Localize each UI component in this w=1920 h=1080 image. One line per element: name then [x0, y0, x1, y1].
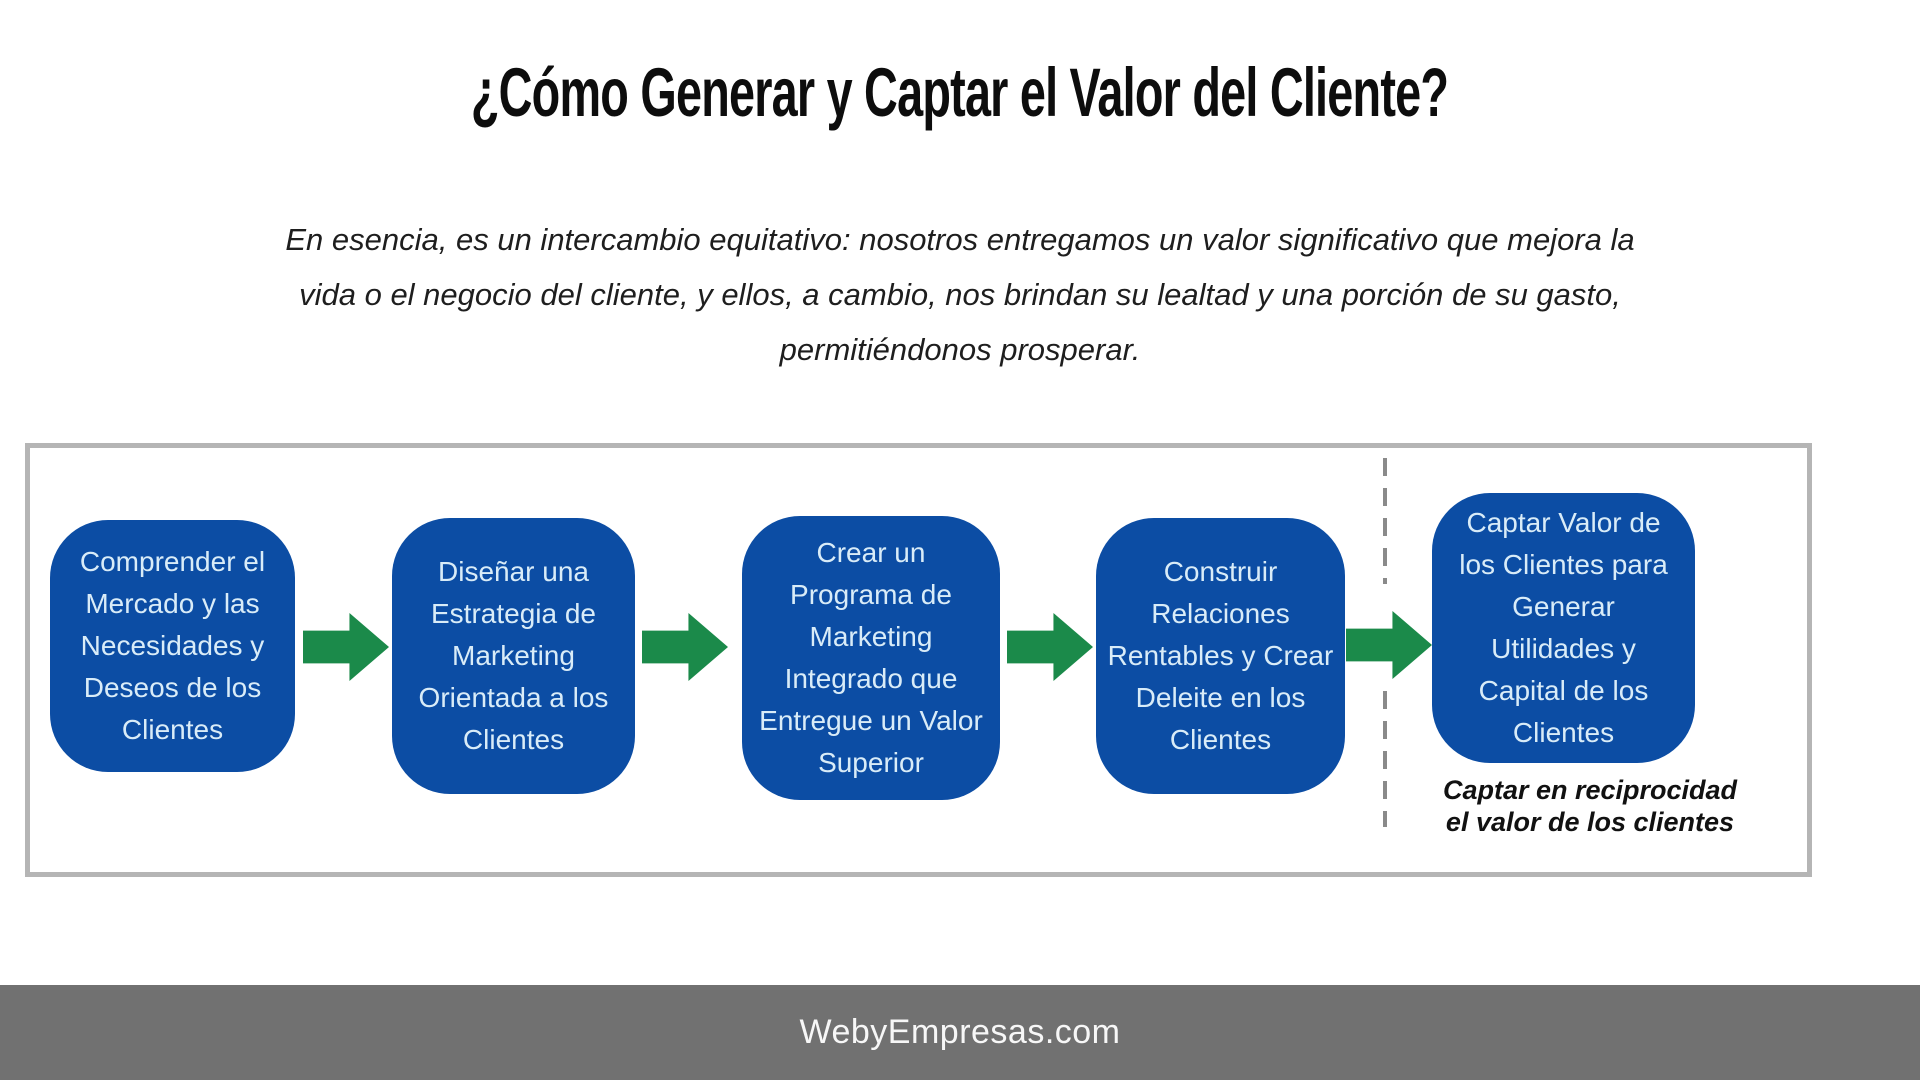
phase-divider-dashed-line-bottom [1383, 691, 1387, 827]
flow-arrow-icon [303, 613, 389, 681]
divider-caption: Captar en reciprocidad el valor de los c… [1442, 775, 1738, 837]
footer-bar: WebyEmpresas.com [0, 985, 1920, 1080]
step-2-label: Diseñar una Estrategia de Marketing Orie… [418, 556, 609, 755]
step-box-1: Comprender el Mercado y las Necesidades … [50, 520, 295, 772]
flow-arrow-icon [642, 613, 728, 681]
intro-paragraph: En esencia, es un intercambio equitativo… [285, 222, 1635, 367]
process-flow-container: Comprender el Mercado y las Necesidades … [25, 443, 1812, 877]
step-3-label: Crear un Programa de Marketing Integrado… [759, 537, 983, 778]
step-1-label: Comprender el Mercado y las Necesidades … [79, 546, 266, 745]
process-flow-inner: Comprender el Mercado y las Necesidades … [30, 448, 1807, 872]
page-title: ¿Cómo Generar y Captar el Valor del Clie… [0, 54, 1920, 130]
phase-divider-dashed-line-top [1383, 458, 1387, 584]
step-box-2: Diseñar una Estrategia de Marketing Orie… [392, 518, 635, 794]
footer-site-label: WebyEmpresas.com [799, 1013, 1121, 1051]
flow-arrow-icon [1346, 611, 1432, 679]
step-box-4: Construir Relaciones Rentables y Crear D… [1096, 518, 1345, 794]
flow-arrow-icon [1007, 613, 1093, 681]
step-5-label: Captar Valor de los Clientes para Genera… [1459, 507, 1668, 748]
step-4-label: Construir Relaciones Rentables y Crear D… [1107, 556, 1334, 755]
page-title-text: ¿Cómo Generar y Captar el Valor del Clie… [471, 54, 1449, 131]
step-box-5: Captar Valor de los Clientes para Genera… [1432, 493, 1695, 763]
step-box-3: Crear un Programa de Marketing Integrado… [742, 516, 1000, 800]
